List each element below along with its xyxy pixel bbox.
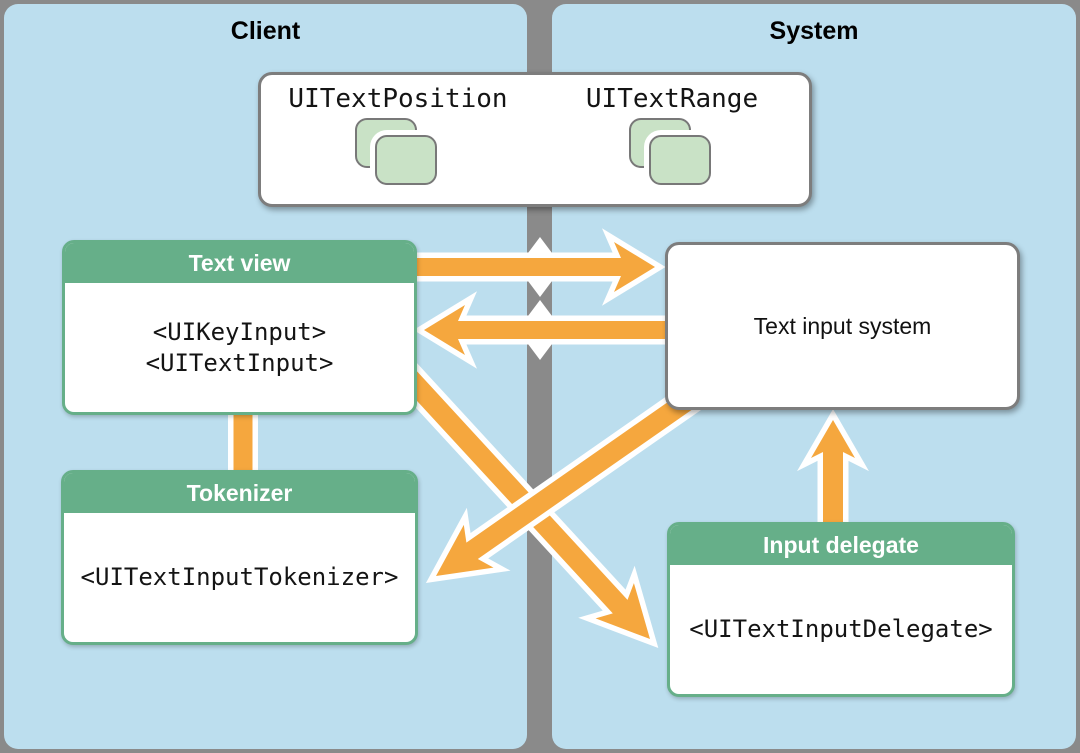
tokenizer-box: Tokenizer <UITextInputTokenizer> <box>61 470 418 645</box>
divider-notch <box>528 281 552 297</box>
input-delegate-title: Input delegate <box>670 525 1012 565</box>
protocol-uitextinput: <UITextInput> <box>145 348 334 377</box>
text-view-title: Text view <box>65 243 414 283</box>
text-input-system-box: Text input system <box>665 242 1020 410</box>
tokenizer-protocols: <UITextInputTokenizer> <box>64 513 415 642</box>
tokenizer-title: Tokenizer <box>64 473 415 513</box>
object-square-front <box>375 135 437 185</box>
protocol-uitextinputdelegate: <UITextInputDelegate> <box>689 615 993 643</box>
divider-notch <box>528 344 552 360</box>
input-delegate-box: Input delegate <UITextInputDelegate> <box>667 522 1015 697</box>
protocol-uitextinputtokenizer: <UITextInputTokenizer> <box>80 563 399 591</box>
panel-client-title: Client <box>230 17 301 45</box>
uitextrange-label: UITextRange <box>585 84 759 114</box>
value-objects-box: UITextPosition UITextRange <box>258 72 812 207</box>
uitextposition-item: UITextPosition <box>261 75 535 204</box>
text-view-box: Text view <UIKeyInput> <UITextInput> <box>62 240 417 415</box>
uitextposition-label: UITextPosition <box>288 84 508 114</box>
protocol-uikeyinput: <UIKeyInput> <box>152 317 327 346</box>
input-delegate-protocols: <UITextInputDelegate> <box>670 565 1012 694</box>
divider-notch <box>528 237 552 253</box>
panel-system-title: System <box>769 17 859 45</box>
divider-notch <box>528 300 552 316</box>
uitextrange-item: UITextRange <box>535 75 809 204</box>
object-square-front <box>649 135 711 185</box>
stacked-objects-icon <box>355 118 441 190</box>
stacked-objects-icon <box>629 118 715 190</box>
text-view-protocols: <UIKeyInput> <UITextInput> <box>65 283 414 412</box>
text-input-system-label: Text input system <box>753 312 932 339</box>
